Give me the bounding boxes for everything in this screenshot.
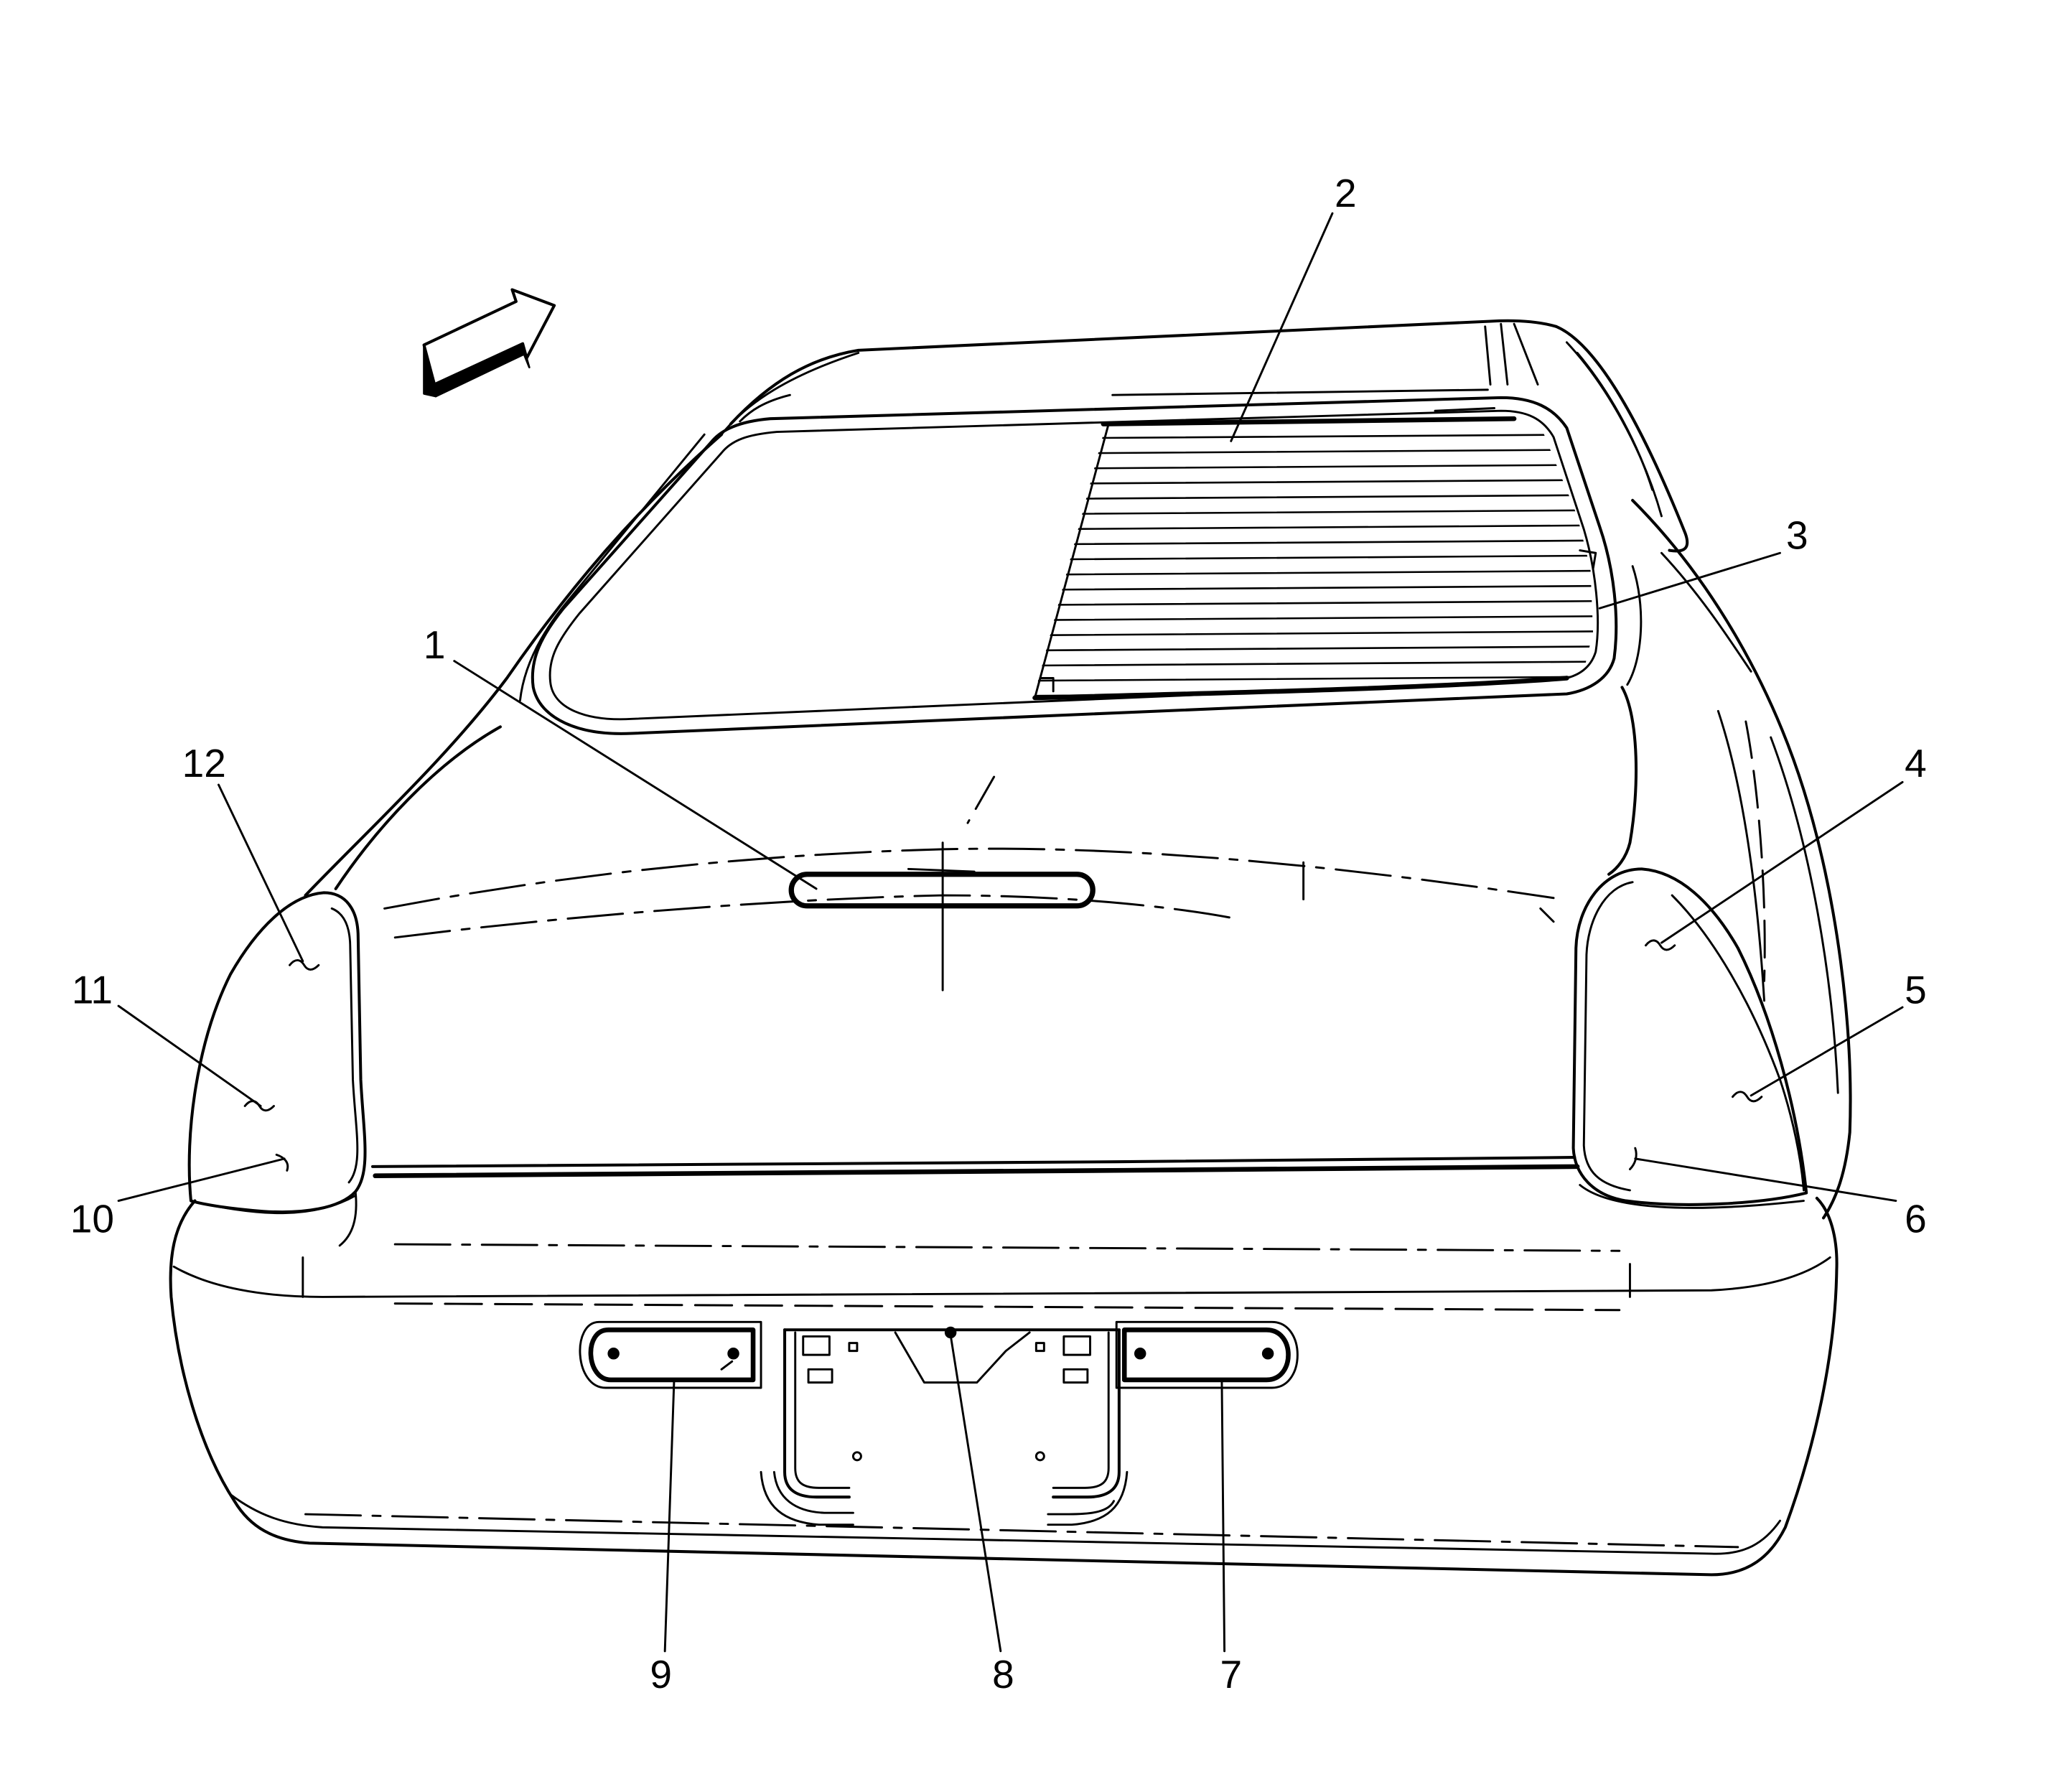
license-plate-pocket — [760, 1326, 1129, 1526]
callout-label-4: 4 — [1905, 741, 1927, 785]
callout-2: 2 — [1230, 171, 1357, 442]
callout-label-5: 5 — [1905, 967, 1927, 1012]
rear-window — [531, 388, 1618, 735]
defroster-grid-line — [1033, 554, 1594, 561]
high-mount-stop-lamp — [788, 867, 1096, 909]
defroster-grid-line — [1033, 509, 1594, 515]
rear-bumper-fascia — [169, 1184, 1839, 1577]
callout-9: 9 — [650, 1378, 676, 1697]
defroster-grid-line — [1033, 449, 1594, 455]
callout-3: 3 — [1598, 513, 1808, 610]
defroster-grid-line — [1033, 539, 1594, 546]
callout-label-8: 8 — [992, 1652, 1014, 1697]
callout-5: 5 — [1750, 967, 1927, 1097]
callout-1: 1 — [424, 622, 818, 890]
callout-label-10: 10 — [70, 1197, 114, 1241]
defroster-grid-line — [1033, 479, 1594, 485]
rear-defroster-grid — [1033, 433, 1594, 697]
license-lamp-left — [579, 1320, 762, 1389]
callout-label-6: 6 — [1905, 1197, 1927, 1241]
callout-8: 8 — [949, 1334, 1014, 1697]
direction-arrow-icon — [422, 288, 556, 398]
callout-label-11: 11 — [72, 967, 113, 1012]
callout-label-1: 1 — [424, 622, 446, 667]
license-lamp-right — [1115, 1320, 1299, 1389]
vehicle-body — [304, 319, 1852, 1220]
callout-10: 10 — [70, 1157, 286, 1241]
defroster-grid-line — [1033, 433, 1594, 439]
callout-12: 12 — [182, 741, 304, 963]
defroster-grid-line — [1033, 494, 1594, 500]
defroster-grid-line — [1033, 661, 1594, 667]
tail-lamp-right — [1571, 867, 1808, 1206]
tail-lamp-left — [187, 891, 367, 1214]
defroster-grid-line — [1033, 630, 1594, 637]
defroster-grid-line — [1033, 584, 1594, 591]
callout-label-9: 9 — [650, 1652, 672, 1697]
defroster-grid-line — [1033, 524, 1594, 531]
callout-label-7: 7 — [1220, 1652, 1242, 1697]
callout-11: 11 — [72, 967, 262, 1107]
defroster-grid-line — [1033, 645, 1594, 652]
callout-label-12: 12 — [182, 741, 226, 785]
defroster-grid-line — [1033, 599, 1594, 606]
callout-label-3: 3 — [1786, 513, 1808, 558]
callout-7: 7 — [1220, 1378, 1242, 1697]
defroster-grid-line — [1033, 569, 1594, 576]
callout-6: 6 — [1634, 1157, 1927, 1241]
callout-label-2: 2 — [1335, 171, 1357, 215]
defroster-grid-line — [1033, 615, 1594, 622]
defroster-grid-line — [1033, 464, 1594, 470]
callout-4: 4 — [1660, 741, 1927, 944]
trunk-lid — [334, 686, 1638, 1179]
defroster-grid-line — [1033, 676, 1594, 682]
